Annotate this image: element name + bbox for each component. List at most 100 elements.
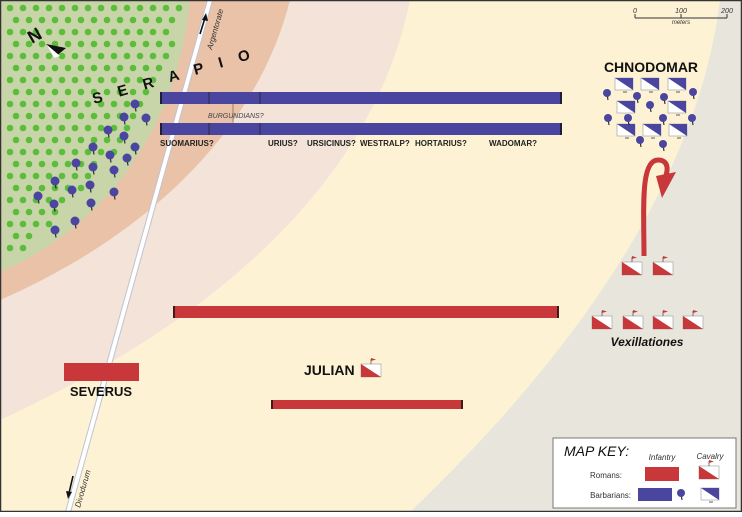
tree-icon — [25, 112, 33, 120]
tree-icon — [58, 172, 66, 180]
tree-icon — [149, 52, 157, 60]
tree-icon — [71, 100, 79, 108]
map-key: MAP KEY: Infantry Cavalry Romans: Barbar… — [552, 437, 737, 509]
tree-icon — [19, 4, 27, 12]
tree-icon — [6, 196, 14, 204]
barbarian-infantry-icon — [85, 180, 95, 193]
tree-icon — [110, 100, 118, 108]
tree-icon — [77, 112, 85, 120]
tree-icon — [12, 136, 20, 144]
tree-icon — [32, 100, 40, 108]
tree-icon — [45, 220, 53, 228]
barbarian-infantry-icon — [688, 114, 696, 126]
barbarian-cavalry-icon — [616, 100, 636, 116]
tree-icon — [45, 76, 53, 84]
tree-icon — [25, 208, 33, 216]
barbarian-infantry-icon — [67, 185, 77, 198]
tree-icon — [129, 112, 137, 120]
tree-icon — [58, 76, 66, 84]
chnodomar-army — [603, 77, 697, 152]
tree-icon — [64, 160, 72, 168]
tree-icon — [32, 124, 40, 132]
tree-icon — [71, 28, 79, 36]
barbarian-infantry-icon — [677, 489, 685, 501]
tree-icon — [84, 52, 92, 60]
barbarian-infantry-icon — [659, 140, 667, 152]
tree-icon — [12, 112, 20, 120]
tree-icon — [77, 16, 85, 24]
tree-icon — [51, 160, 59, 168]
tree-icon — [58, 52, 66, 60]
barbarian-infantry-icon — [33, 191, 43, 204]
hidden-barbarian-infantry — [33, 99, 151, 238]
tree-icon — [64, 40, 72, 48]
tree-icon — [77, 184, 85, 192]
tree-icon — [136, 52, 144, 60]
barbarian-infantry-icon — [119, 131, 129, 144]
tree-icon — [123, 52, 131, 60]
tree-icon — [6, 172, 14, 180]
tree-icon — [142, 40, 150, 48]
tree-icon — [6, 124, 14, 132]
key-romans-label: Romans: — [590, 471, 622, 480]
tree-icon — [77, 40, 85, 48]
severus-label: SEVERUS — [70, 384, 132, 399]
barbarian-infantry-icon — [633, 92, 641, 104]
key-infantry-header: Infantry — [649, 453, 677, 462]
tree-icon — [32, 52, 40, 60]
tree-icon — [51, 112, 59, 120]
tree-icon — [97, 124, 105, 132]
tree-icon — [136, 76, 144, 84]
tree-icon — [19, 148, 27, 156]
roman-front-line — [173, 306, 559, 318]
barbarian-infantry-icon — [50, 176, 60, 189]
tree-icon — [58, 196, 66, 204]
tree-icon — [162, 28, 170, 36]
barbarian-cavalry-icon — [640, 77, 660, 93]
tree-icon — [12, 160, 20, 168]
flanking-arrow-icon — [641, 157, 676, 257]
tree-icon — [32, 172, 40, 180]
tree-icon — [77, 136, 85, 144]
tree-icon — [129, 88, 137, 96]
barbarian-infantry-icon — [49, 199, 59, 212]
tree-icon — [25, 16, 33, 24]
tree-icon — [155, 64, 163, 72]
barbarian-infantry-icon — [71, 158, 81, 171]
tree-icon — [97, 4, 105, 12]
barbarian-cavalry-icon — [667, 77, 687, 93]
tree-icon — [6, 4, 14, 12]
tree-icon — [175, 4, 183, 12]
tree-icon — [12, 232, 20, 240]
tree-icon — [45, 28, 53, 36]
tree-icon — [45, 172, 53, 180]
commander-label: URSICINUS? — [307, 139, 356, 148]
tree-icon — [25, 136, 33, 144]
tree-icon — [84, 4, 92, 12]
tree-icon — [38, 184, 46, 192]
tree-icon — [155, 16, 163, 24]
tree-icon — [32, 220, 40, 228]
tree-icon — [103, 112, 111, 120]
tree-icon — [142, 88, 150, 96]
commander-label: WESTRALP? — [360, 139, 410, 148]
tree-icon — [162, 4, 170, 12]
barbarian-infantry-icon — [659, 114, 667, 126]
tree-icon — [90, 136, 98, 144]
tree-icon — [71, 76, 79, 84]
tree-icon — [110, 28, 118, 36]
tree-icon — [58, 148, 66, 156]
tree-icon — [123, 28, 131, 36]
tree-icon — [116, 88, 124, 96]
tree-icon — [168, 40, 176, 48]
tree-icon — [103, 40, 111, 48]
barbarian-infantry-icon — [119, 112, 129, 125]
roman-cavalry-icon — [622, 310, 644, 330]
barbarian-cavalry-icon — [667, 100, 687, 116]
tree-icon — [38, 88, 46, 96]
barbarian-infantry-icon — [660, 93, 668, 105]
tree-icon — [58, 124, 66, 132]
tree-icon — [6, 244, 14, 252]
